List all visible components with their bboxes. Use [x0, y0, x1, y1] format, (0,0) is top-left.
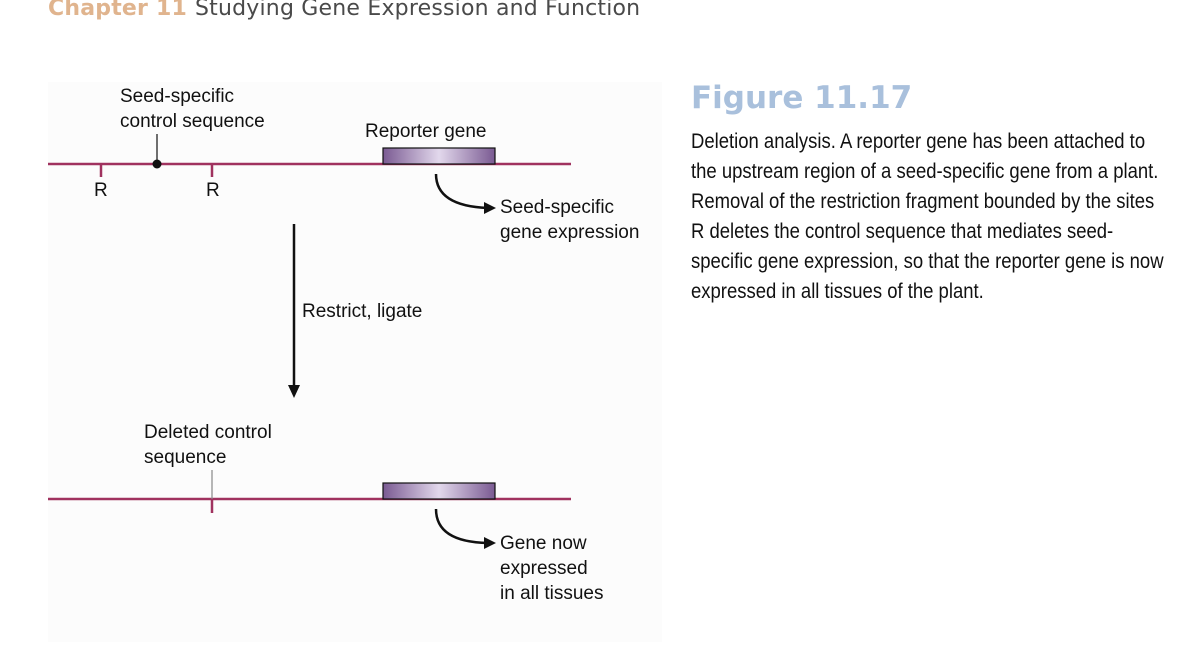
deleted-label-line2: sequence	[144, 447, 227, 468]
all-tissues-line3: in all tissues	[500, 583, 604, 604]
control-sequence-label: Seed-specific control sequence	[120, 84, 265, 134]
process-arrowhead	[288, 385, 300, 398]
chapter-header: Chapter 11 Studying Gene Expression and F…	[48, 0, 640, 21]
all-tissues-line1: Gene now	[500, 533, 587, 554]
figure-caption: Deletion analysis. A reporter gene has b…	[691, 130, 1164, 303]
site-label-right: R	[206, 180, 220, 201]
expression-arrow-top	[434, 173, 489, 210]
all-tissues-label: Gene now expressed in all tissues	[500, 531, 604, 606]
seed-expression-label: Seed-specific gene expression	[500, 195, 639, 245]
all-tissues-line2: expressed	[500, 558, 588, 579]
deleted-control-label: Deleted control sequence	[144, 420, 272, 470]
deleted-label-line1: Deleted control	[144, 422, 272, 443]
expression-arrowhead-top	[484, 202, 496, 214]
figure-title: Figure 11.17	[691, 80, 913, 116]
site-label-left: R	[94, 180, 108, 201]
restrict-ligate-label: Restrict, ligate	[302, 301, 423, 322]
control-label-line2: control sequence	[120, 111, 265, 132]
expression-arrow-bottom	[434, 508, 489, 545]
reporter-gene-box-bottom	[382, 482, 496, 500]
chapter-number: Chapter 11	[48, 0, 187, 21]
control-label-line1: Seed-specific	[120, 86, 235, 107]
reporter-gene-label: Reporter gene	[365, 121, 487, 142]
control-sequence-dot	[152, 159, 162, 169]
figure-diagram: Seed-specific control sequence Reporter …	[48, 82, 662, 642]
seed-expression-line2: gene expression	[500, 222, 640, 243]
diagram-svg	[48, 134, 571, 549]
reporter-gene-box-top	[382, 147, 496, 165]
expression-arrowhead-bottom	[484, 537, 496, 549]
chapter-title: Studying Gene Expression and Function	[194, 0, 641, 21]
seed-expression-line1: Seed-specific	[500, 197, 615, 218]
